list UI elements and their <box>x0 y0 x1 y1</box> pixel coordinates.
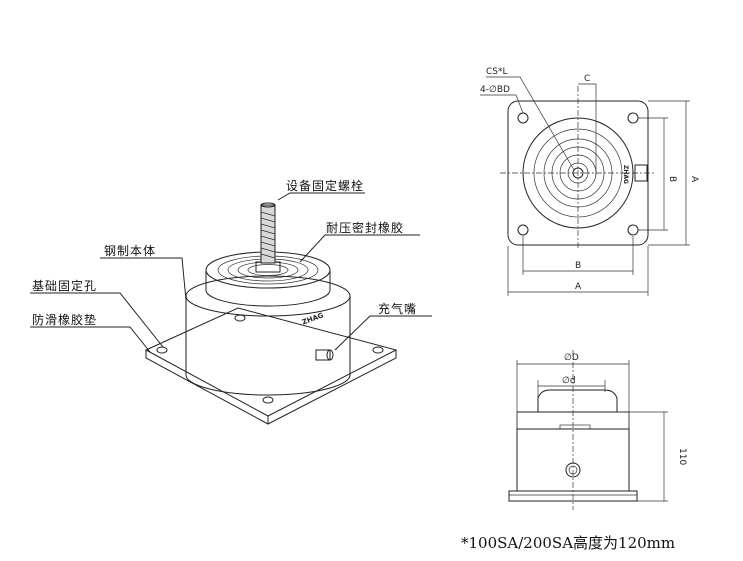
label-valve: 充气嘴 <box>378 301 417 316</box>
dim-bd: 4-∅BD <box>480 85 510 95</box>
side-dome <box>537 389 618 412</box>
dim-b-horizontal: B <box>575 261 581 271</box>
bolt-thread <box>260 211 276 259</box>
label-base-hole: 基础固定孔 <box>32 278 97 293</box>
top-hole-bl <box>517 224 529 236</box>
dim-a-horizontal: A <box>575 282 582 292</box>
dim-b-vertical: B <box>667 176 677 182</box>
dim-a-vertical: A <box>689 176 699 183</box>
top-view: ZHAG C CS*L 4-∅BD B A B A <box>480 67 699 296</box>
base-hole-front <box>262 396 274 404</box>
perspective-view: ZHAG 设备固定螺栓 耐压密封橡胶 钢制本体 充气嘴 基础固定孔 防滑橡胶垫 <box>30 178 432 425</box>
steel-body <box>185 296 351 396</box>
height-note: *100SA/200SA高度为120mm <box>461 534 675 552</box>
air-valve <box>315 349 334 361</box>
base-hole-right <box>372 346 384 354</box>
dim-height: 110 <box>677 448 687 465</box>
base-hole-left <box>156 346 168 354</box>
dim-outer-dia: ∅D <box>564 353 579 363</box>
dim-cs-l: CS*L <box>486 67 508 77</box>
label-body: 钢制本体 <box>104 244 156 258</box>
label-pad: 防滑橡胶垫 <box>32 312 97 327</box>
top-brand: ZHAG <box>622 165 629 184</box>
leader-lines <box>30 192 432 353</box>
base-hole-back <box>234 314 246 322</box>
side-view: ∅D ∅d 110 <box>508 350 687 510</box>
top-hole-br <box>627 224 639 236</box>
base-plate-thickness <box>145 350 397 425</box>
label-seal: 耐压密封橡胶 <box>326 220 404 235</box>
seal-dome <box>205 270 331 307</box>
base-plate <box>144 307 398 417</box>
top-hole-tr <box>627 112 639 124</box>
dim-inner-dia: ∅d <box>562 376 576 386</box>
dim-c: C <box>584 74 590 84</box>
label-bolt: 设备固定螺栓 <box>286 178 364 193</box>
top-hole-tl <box>517 112 529 124</box>
